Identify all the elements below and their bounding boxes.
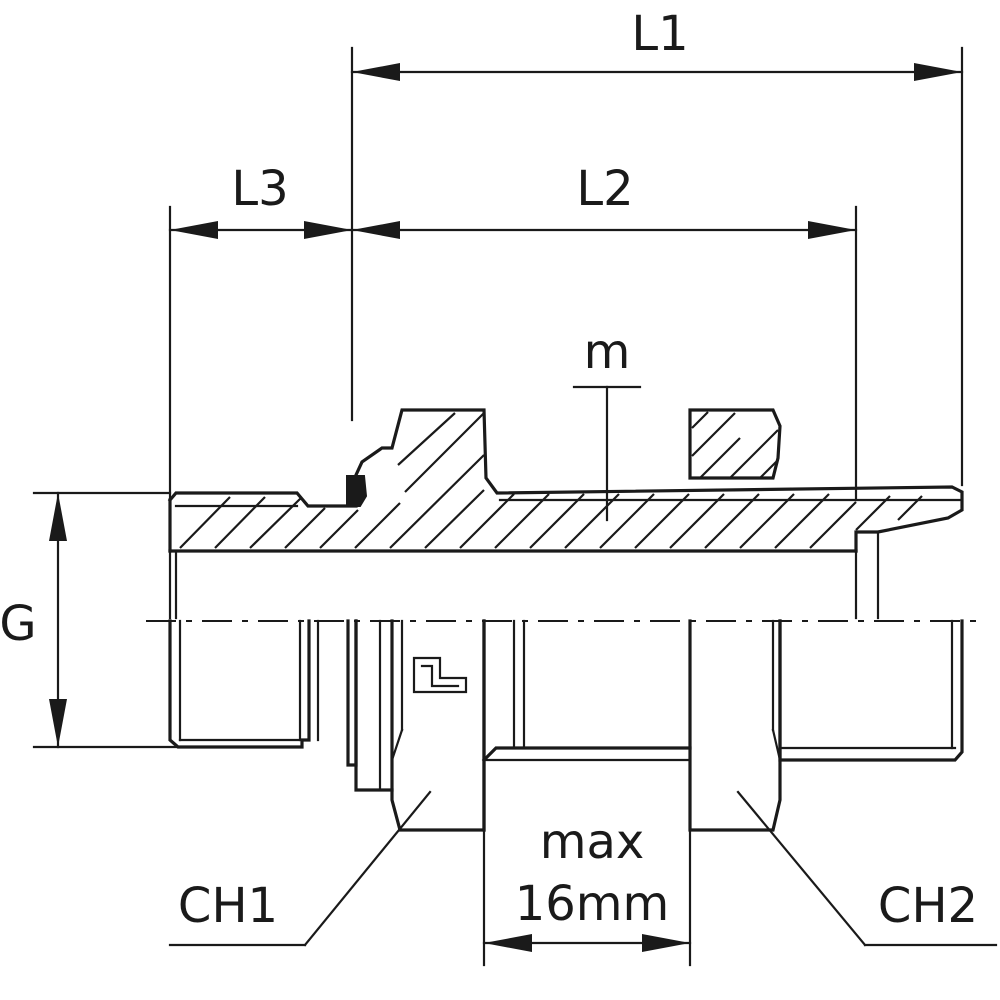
dimension-l1: L1	[350, 6, 964, 487]
fitting-view-lower	[168, 619, 964, 832]
o-ring-seal	[346, 475, 368, 507]
dimension-m: m	[572, 324, 642, 522]
fitting-section-upper	[167, 408, 964, 620]
label-l2: L2	[576, 161, 633, 217]
label-ch2: CH2	[878, 878, 978, 934]
label-l1: L1	[631, 6, 688, 62]
dimension-l3: L3	[168, 161, 354, 502]
dimension-l2: L2	[350, 161, 858, 502]
callout-ch1: CH1	[168, 790, 432, 947]
manufacturer-logo-mark	[412, 656, 468, 694]
locknut-section	[688, 408, 782, 480]
dimension-max-panel: max 16mm	[482, 814, 692, 967]
callout-ch2: CH2	[736, 790, 998, 947]
label-ch1: CH1	[178, 878, 278, 934]
label-m: m	[584, 324, 631, 380]
label-l3: L3	[231, 161, 288, 217]
section-hatching	[179, 412, 923, 549]
label-16mm: 16mm	[515, 876, 670, 932]
label-g: G	[0, 596, 37, 652]
dimension-g: G	[0, 491, 182, 749]
label-max: max	[540, 814, 645, 870]
